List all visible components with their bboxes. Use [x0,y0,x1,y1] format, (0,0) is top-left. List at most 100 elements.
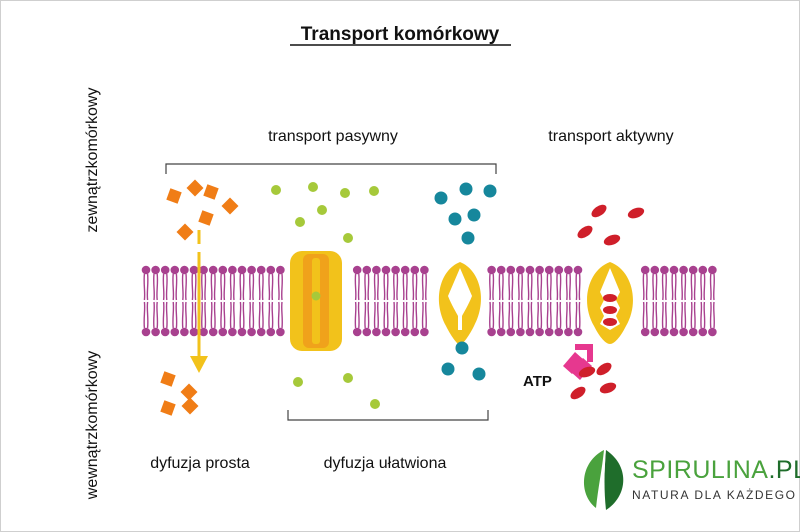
lipid-head [698,265,708,275]
lipid-tail [713,301,715,329]
lipid-tail [201,301,203,329]
phospholipid [650,265,660,337]
lipid-tail [386,301,389,329]
lipid-tail [578,301,581,329]
phospholipid [496,265,506,337]
lipid-tail [569,301,571,329]
lipid-tail [402,301,405,329]
lipid-tail [277,273,280,301]
phospholipid [352,265,362,337]
lipid-head [160,327,170,337]
lipid-head [410,265,420,275]
lipid-tail [412,273,415,301]
lipid-head [199,265,208,275]
phospholipid [573,265,583,337]
molecules [160,179,645,416]
lipid-tail [191,301,194,329]
lipid-tail [402,273,405,301]
lipid-tail [415,273,418,301]
lipid-tail [537,301,539,329]
lipid-tail [354,273,357,301]
phospholipid [679,265,688,337]
lipid-head [381,265,391,275]
logo-tagline: NATURA DLA KAŻDEGO [632,488,797,502]
phospholipid [544,265,554,337]
lipid-tail [146,273,149,301]
lipid-tail [517,273,520,301]
orange-molecule [221,197,239,215]
lipid-tail [527,273,530,301]
teal-molecule [472,367,486,381]
red-molecule [570,386,586,400]
spirulina-logo: SPIRULINA.PL NATURA DLA KAŻDEGO [584,450,800,513]
teal-molecule [467,208,481,222]
lipid-tail [258,301,261,329]
lipid-head [381,327,391,337]
lipid-tail [569,273,571,301]
lipid-tail [546,301,549,329]
lipid-tail [396,301,399,329]
lipid-tail [281,301,283,329]
lipid-tail [181,273,184,301]
lipid-tail [191,273,194,301]
diagram-title: Transport komórkowy [301,24,500,45]
lipid-tail [181,301,184,329]
carrier-protein [438,262,482,345]
lipid-head [266,327,276,337]
lipid-tail [367,273,370,301]
lipid-tail [249,301,251,329]
lipid-head [564,327,573,337]
lipid-head [544,327,554,337]
green-molecule [308,182,318,192]
lipid-head [199,327,208,337]
lipid-head [496,265,506,275]
lipid-tail [175,273,178,301]
lipid-tail [185,273,187,301]
lipid-tail [527,301,530,329]
orange-molecule [181,397,199,415]
lipid-head [400,265,410,275]
lipid-head [228,327,237,337]
lipid-tail [354,301,357,329]
lipid-head [669,265,679,275]
phospholipid [640,265,650,337]
lipid-tail [261,273,264,301]
passive-transport-label: transport pasywny [268,128,398,145]
lipid-head [237,327,247,337]
lipid-tail [425,301,427,329]
phospholipid [506,265,516,337]
lipid-tail [201,273,203,301]
lipid-head [487,265,496,275]
phospholipid [516,265,525,337]
pump-protein [587,262,633,344]
lipid-tail [172,273,175,301]
lipid-tail [671,301,674,329]
lipid-head [362,327,372,337]
lipid-head [487,327,496,337]
phospholipid [256,265,266,337]
lipid-tail [681,273,683,301]
lipid-tail [220,273,223,301]
lipid-head [208,327,218,337]
lipid-tail [223,301,226,329]
lipid-head [141,265,151,275]
lipid-tail [367,301,370,329]
lipid-tail [645,301,648,329]
phospholipid [199,265,208,337]
phospholipid [151,265,160,337]
lipid-tail [674,273,677,301]
teal-molecule [434,191,448,205]
lipid-tail [156,273,159,301]
teal-molecule [448,212,462,226]
lipid-head [151,265,160,275]
lipid-head [420,327,429,337]
phospholipid [391,265,400,337]
phospholipid [535,265,544,337]
lipid-head [180,327,189,337]
lipid-head [525,265,535,275]
pump-molecule [603,318,617,326]
orange-molecule [198,210,214,226]
lipid-tail [530,301,533,329]
red-molecule [627,207,645,219]
